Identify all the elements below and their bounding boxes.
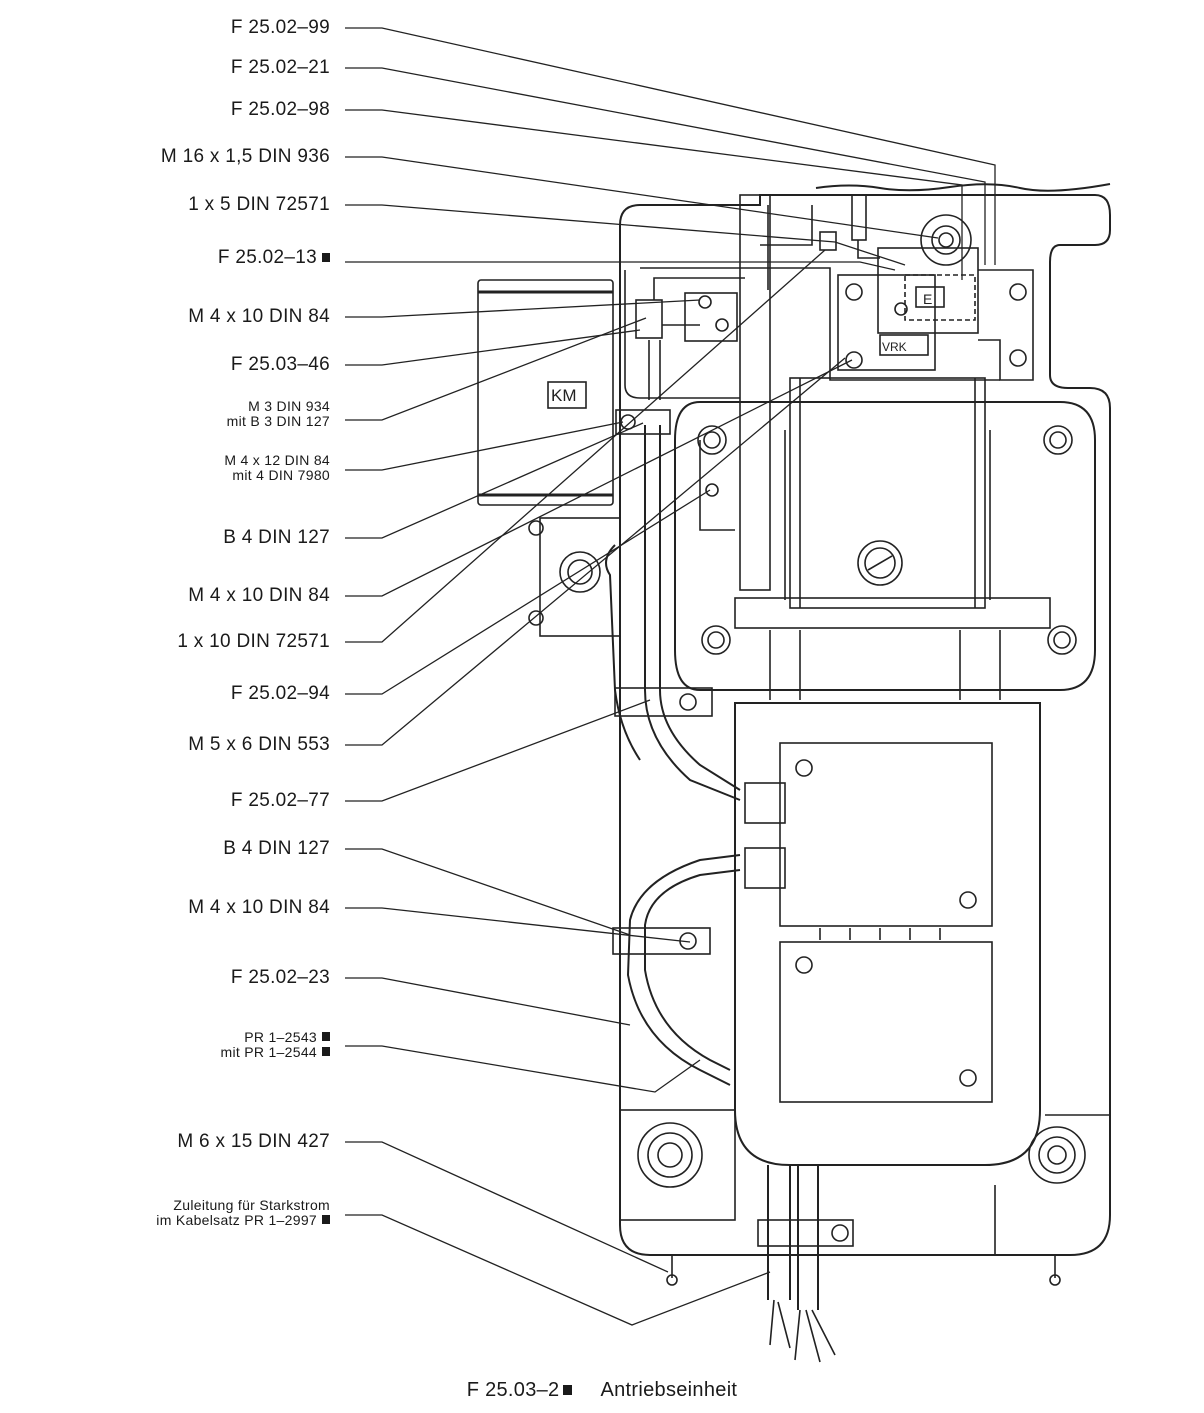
callout-f-25-02-94: F 25.02–94 xyxy=(230,683,330,704)
callout-f-25-02-21: F 25.02–21 xyxy=(230,57,330,78)
callout-1x10-din72571: 1 x 10 DIN 72571 xyxy=(177,631,330,652)
cable-conduit xyxy=(644,425,741,801)
square-marker xyxy=(322,1215,330,1224)
callout-f-25-02-98: F 25.02–98 xyxy=(230,99,330,120)
base-plate xyxy=(619,194,1111,1256)
recess-left xyxy=(624,270,740,399)
callout-f-25-02-23: F 25.02–23 xyxy=(230,967,330,988)
e-label: E xyxy=(923,291,932,307)
km-box xyxy=(477,279,614,506)
relay-box-lower xyxy=(779,941,993,1103)
callout-f-25-03-46: F 25.03–46 xyxy=(230,354,330,375)
outgoing-cables xyxy=(767,1165,819,1310)
clamp-upper xyxy=(614,687,713,717)
top-edge xyxy=(815,183,1111,192)
guide-rod xyxy=(739,194,771,591)
upper-frame xyxy=(640,267,1000,381)
callout-m4x10-din84-b: M 4 x 10 DIN 84 xyxy=(188,585,330,606)
bottom-mount-left xyxy=(619,1109,736,1221)
vrk-label: VRK xyxy=(882,340,907,354)
magnet-frame xyxy=(674,401,1096,691)
magnet-coil xyxy=(789,377,986,609)
callout-m6x15-din427: M 6 x 15 DIN 427 xyxy=(177,1131,330,1152)
callout-f-25-02-77: F 25.02–77 xyxy=(230,790,330,811)
callout-f-25-02-99: F 25.02–99 xyxy=(230,17,330,38)
square-marker xyxy=(563,1385,573,1395)
callout-m5x6-din553: M 5 x 6 DIN 553 xyxy=(188,734,330,755)
bolt-group xyxy=(697,425,1077,655)
nut-m16 xyxy=(920,214,972,266)
callout-m4x10-din84-a: M 4 x 10 DIN 84 xyxy=(188,306,330,327)
relay-box-upper xyxy=(779,742,993,927)
microswitch xyxy=(877,247,979,334)
leader-lines xyxy=(345,27,996,1326)
clamp-lower xyxy=(612,927,711,955)
callout-1x5-din72571: 1 x 5 DIN 72571 xyxy=(188,194,330,215)
square-marker xyxy=(322,253,330,262)
cable-gland xyxy=(559,551,601,593)
transformer-housing xyxy=(734,702,1041,1166)
square-marker xyxy=(322,1032,330,1041)
gland-plate xyxy=(539,517,621,637)
callout-m16-din936: M 16 x 1,5 DIN 936 xyxy=(160,146,330,167)
switch-bracket xyxy=(837,274,936,371)
callout-f-25-02-13: F 25.02–13 xyxy=(218,247,330,269)
callout-b4-din127-b: B 4 DIN 127 xyxy=(223,838,330,859)
callout-m4x10-din84-c: M 4 x 10 DIN 84 xyxy=(188,897,330,918)
km-label: KM xyxy=(551,386,577,405)
square-marker xyxy=(322,1047,330,1056)
callout-b4-din127-a: B 4 DIN 127 xyxy=(223,527,330,548)
